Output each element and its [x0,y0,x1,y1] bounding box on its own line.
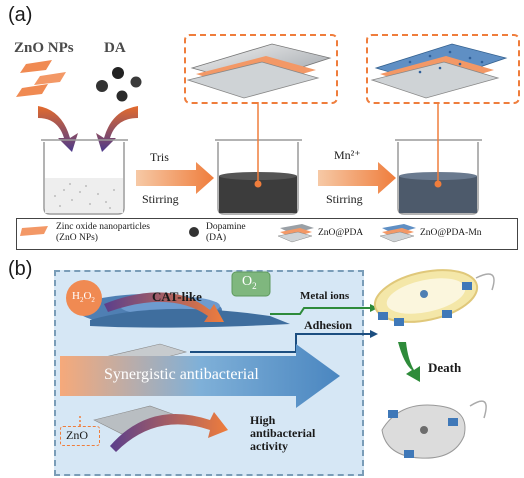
legend-da-line1: Dopamine [206,222,246,232]
step1-stirring-label: Stirring [142,192,179,206]
dead-bacterium-icon [381,400,487,459]
zno-nps-label: ZnO NPs [14,40,74,56]
zno-flakes-icon [16,60,66,97]
step1-tris-label: Tris [150,150,169,164]
zno-label: ZnO [66,428,88,442]
h2o2-sub1: 2 [79,296,84,305]
legend-znopdamn-text: ZnO@PDA-Mn [420,228,482,238]
step2-stirring-label: Stirring [326,192,363,206]
high-line2: antibacterial [250,426,316,440]
legend [16,218,518,250]
death-arrow [398,342,420,382]
high-activity-arrow [110,412,228,452]
h2o2-h: H [72,290,80,302]
panel-a-label: (a) [8,4,33,26]
metal-ions-label: Metal ions [300,290,350,302]
curve-arrow-right [96,106,138,152]
h2o2-label: H2O2 [72,290,95,304]
h2o2-o: O [83,290,92,302]
cat-like-label: CAT-like [152,289,202,304]
legend-da-text: Dopamine (DA) [206,222,246,244]
da-label: DA [104,40,126,56]
panel-b-label: (b) [8,258,33,280]
legend-zno-line1: Zinc oxide nanoparticles [56,222,150,232]
o2-sub: 2 [252,280,257,291]
high-line3: activity [250,439,288,453]
zno-box [60,426,100,446]
adhesion-label: Adhesion [304,318,353,332]
zno-pda-mn-sheet-icon [370,43,508,99]
high-line1: High [250,413,276,427]
legend-znopda-icon [277,224,314,243]
legend-da-line2: (DA) [206,233,227,243]
zoom-box-znopdamn [366,34,520,104]
legend-znopdamn-icon [379,224,416,243]
legend-da-icon [189,227,199,237]
step2-mn-label: Mn²⁺ [334,148,361,162]
panel-b-graphics [60,269,495,459]
legend-icons [20,224,416,243]
h2o2-sub2: 2 [91,296,95,305]
zoom-box-znopda [184,34,338,104]
o2-o: O [242,274,253,289]
panel-a-graphics [16,43,508,215]
zno-pda-sheet-icon [186,43,332,99]
beaker-1-icon [41,139,128,215]
bacterium-icon [373,269,495,326]
da-spheres-icon [96,67,142,102]
h2o2-bubble-icon [66,280,102,316]
high-activity-label: High antibacterial activity [250,414,315,453]
legend-znopda-text: ZnO@PDA [318,228,364,238]
legend-zno-line2: (ZnO NPs) [56,233,98,243]
o2-label: O2 [242,274,257,291]
cat-like-arrow [104,292,224,322]
o2-box [231,271,271,297]
metal-ions-line [270,307,370,315]
synergistic-arrow [60,344,340,408]
legend-zno-icon [20,226,48,236]
adhesion-line [190,333,370,353]
arrow-step2 [318,162,396,194]
death-label: Death [428,360,462,375]
legend-zno-text: Zinc oxide nanoparticles (ZnO NPs) [56,222,150,244]
arrow-step1 [136,162,214,194]
synergistic-label: Synergistic antibacterial [104,366,259,383]
